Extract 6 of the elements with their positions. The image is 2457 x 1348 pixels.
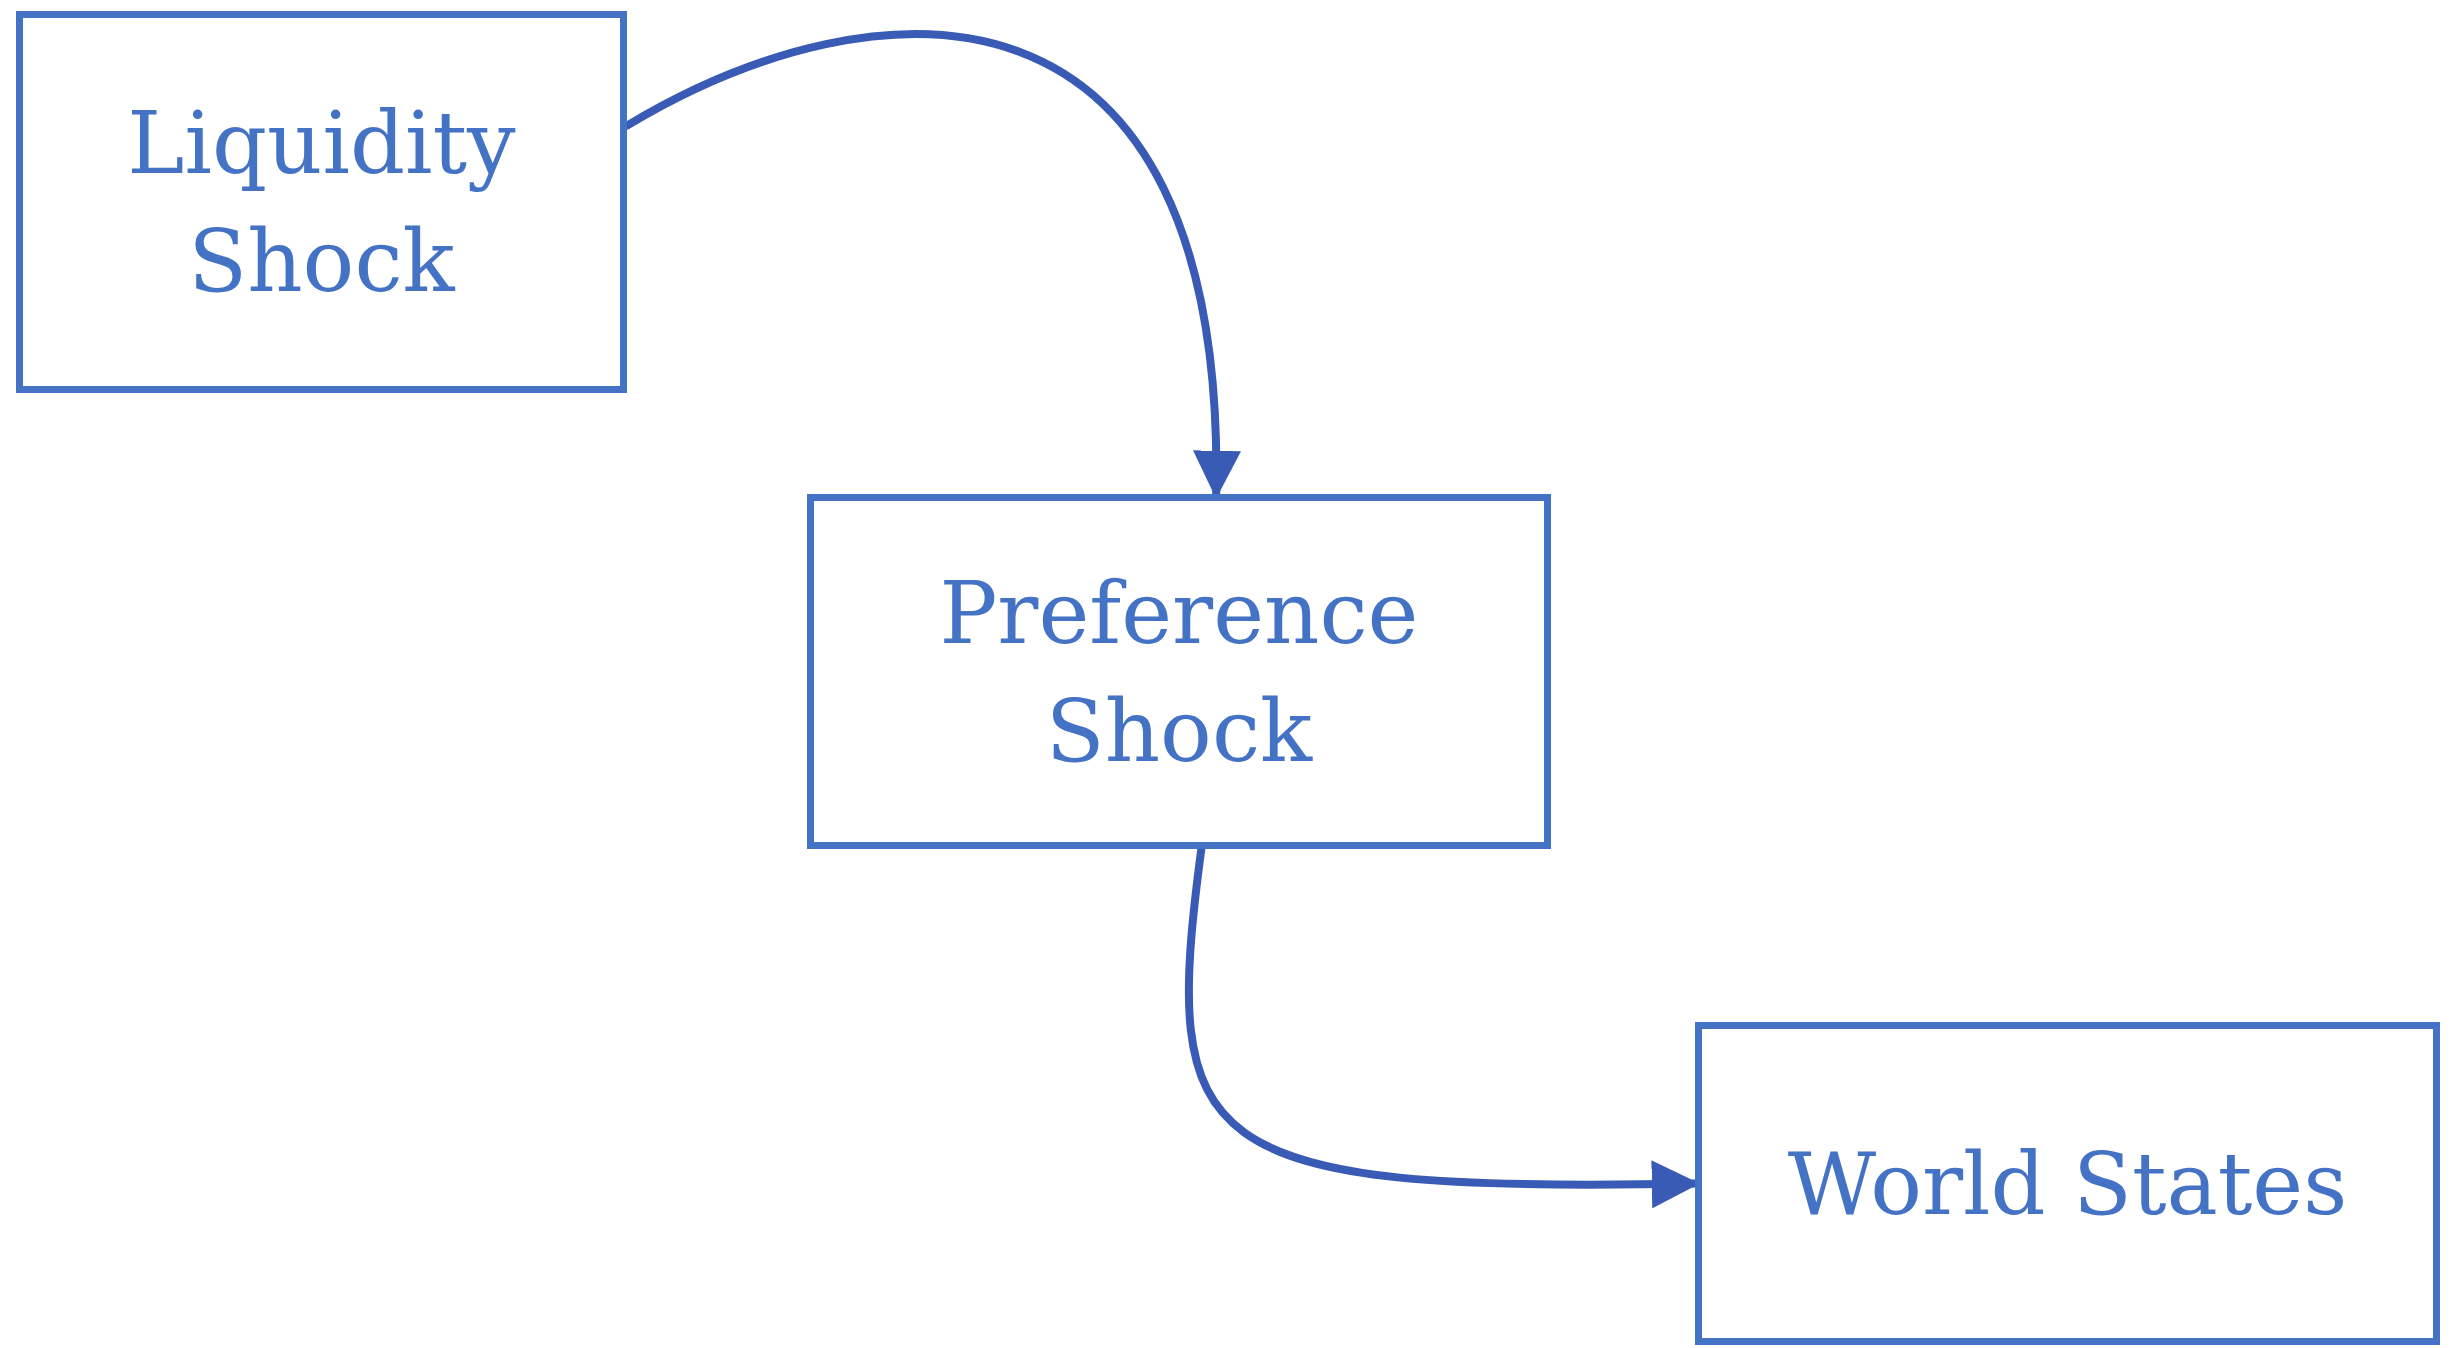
process-box	[1695, 1022, 2440, 1345]
process-box	[807, 494, 1551, 849]
box-label: Liquidity Shock	[126, 92, 517, 313]
box-label: World States	[1786, 1132, 2349, 1236]
box-label: Preference Shock	[938, 561, 1420, 783]
process-box	[16, 11, 627, 393]
